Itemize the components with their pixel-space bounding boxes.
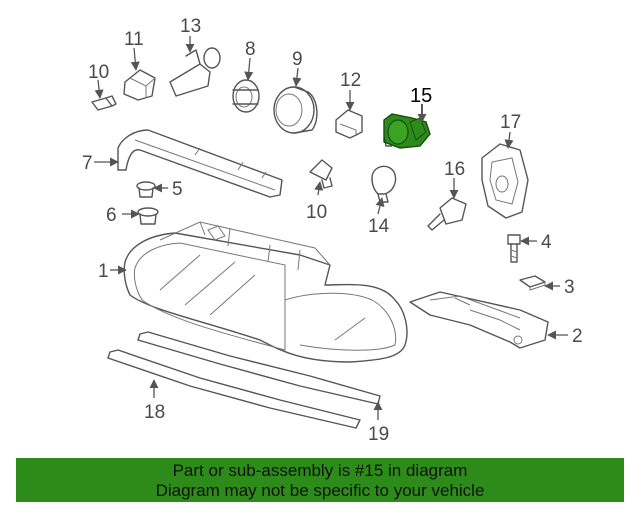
banner-line-disclaimer: Diagram may not be specific to your vehi… (155, 481, 485, 500)
halogen-bulb-part[interactable] (169, 47, 221, 97)
callout-7: 7 (82, 153, 93, 174)
lower-bracket-part[interactable] (409, 291, 549, 349)
callout-19: 19 (368, 424, 389, 445)
grommet-upper-part[interactable] (136, 181, 156, 198)
bulb-holder-part[interactable] (123, 69, 156, 101)
callout-8: 8 (245, 39, 256, 60)
leader-lines (94, 36, 568, 420)
small-bulb-upper-part[interactable] (91, 95, 117, 111)
callout-15: 15 (410, 85, 432, 107)
banner-line-part-number: Part or sub-assembly is #15 in diagram (172, 461, 468, 480)
callout-16: 16 (444, 159, 465, 180)
lower-trim-part[interactable] (107, 349, 361, 429)
callout-labels: 1 2 3 4 5 6 7 8 9 10 10 11 12 13 14 15 1… (82, 16, 583, 445)
grommet-lower-part[interactable] (137, 207, 159, 225)
callout-9: 9 (292, 49, 303, 70)
control-unit-part[interactable] (481, 143, 529, 219)
adjuster-ring-part[interactable] (232, 79, 260, 113)
callout-1: 1 (98, 261, 109, 282)
callout-3: 3 (564, 277, 575, 298)
upper-trim-strip-part[interactable] (117, 129, 283, 198)
clip-part[interactable] (519, 275, 546, 291)
lamp-socket-part[interactable] (335, 109, 363, 139)
lamp-bulb-part[interactable] (371, 165, 397, 203)
highlighted-part-15[interactable] (383, 113, 431, 149)
callout-6: 6 (106, 205, 117, 226)
callout-11: 11 (124, 29, 144, 50)
callout-2: 2 (572, 326, 583, 347)
headlight-housing-part[interactable] (123, 221, 408, 363)
bulb-socket-lower-part[interactable] (309, 159, 333, 189)
callout-13: 13 (180, 16, 201, 37)
callout-4: 4 (541, 232, 552, 253)
info-banner: Part or sub-assembly is #15 in diagram D… (16, 458, 624, 502)
callout-12: 12 (340, 70, 361, 91)
callout-5: 5 (172, 179, 183, 200)
callout-18: 18 (144, 402, 165, 423)
lower-seal-part[interactable] (137, 331, 381, 405)
callout-10-upper: 10 (88, 62, 109, 83)
parts-diagram: 1 2 3 4 5 6 7 8 9 10 10 11 12 13 14 15 1… (82, 16, 583, 445)
xenon-bulb-part[interactable] (427, 197, 467, 231)
callout-10-lower: 10 (306, 202, 327, 223)
callout-14: 14 (368, 216, 390, 237)
callout-17: 17 (500, 112, 521, 133)
socket-ring-part[interactable] (273, 86, 318, 134)
bolt-part[interactable] (507, 234, 521, 263)
